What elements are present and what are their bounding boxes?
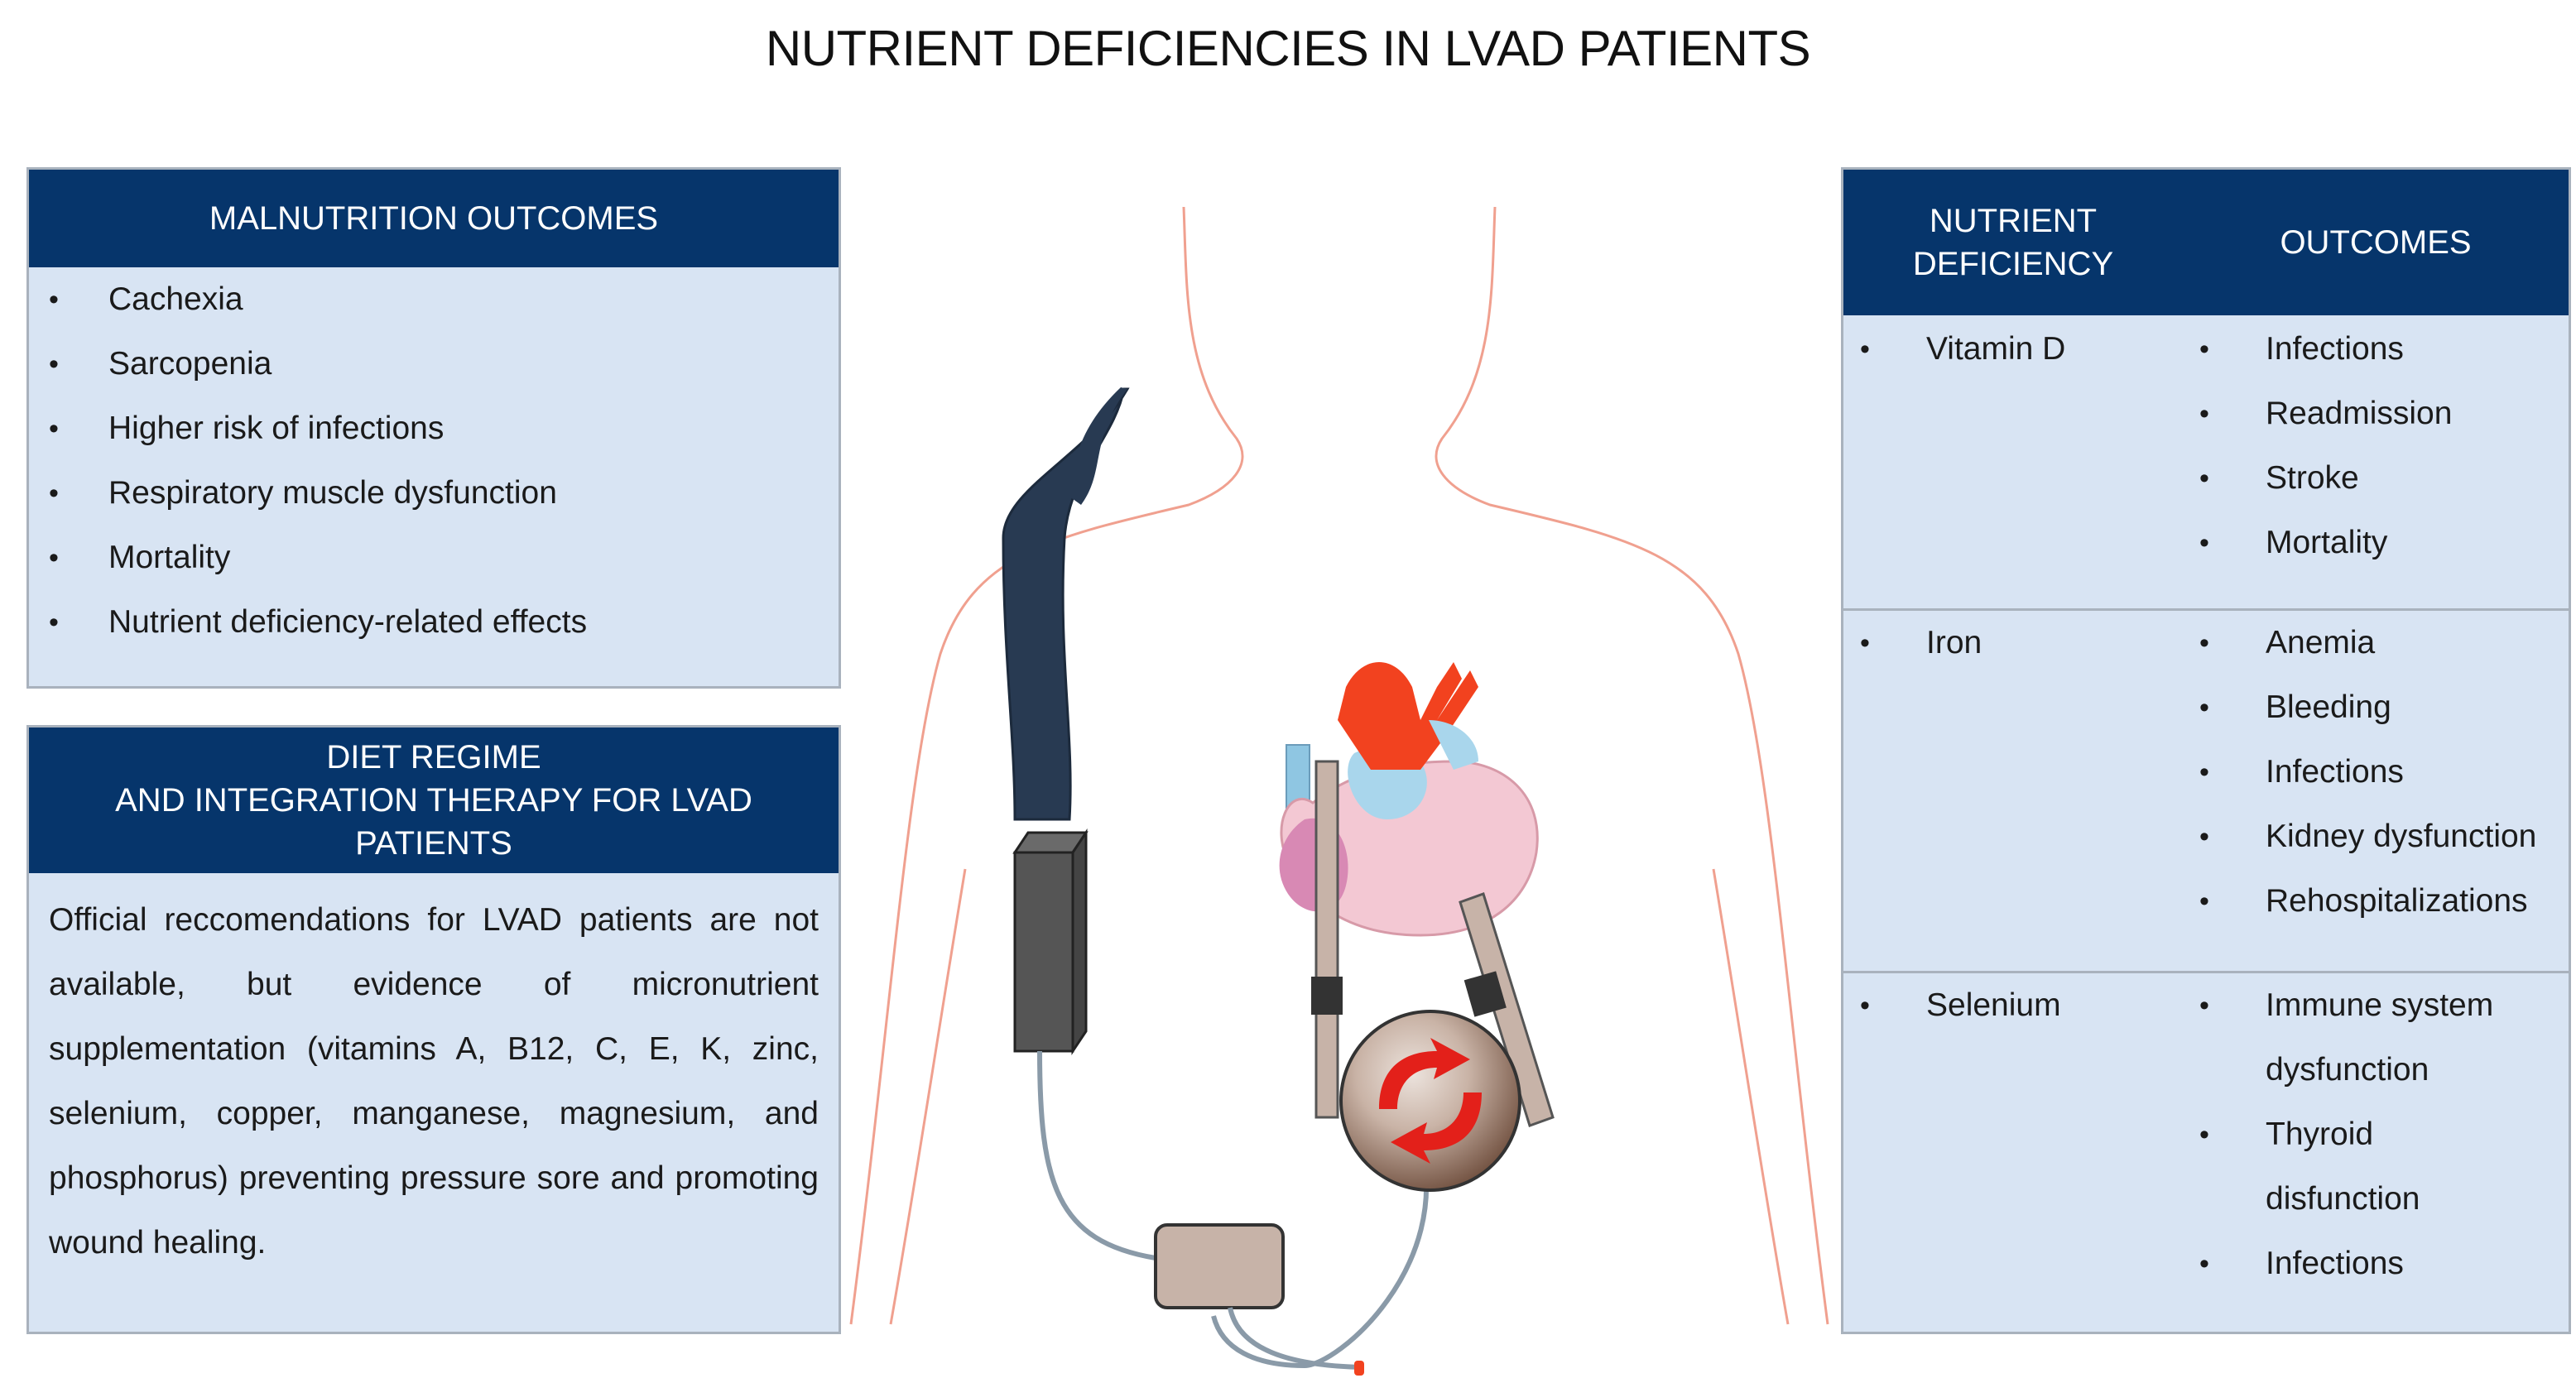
driveline-dark-cable <box>1002 387 1130 821</box>
outcome-item: Infections <box>2183 317 2564 382</box>
lvad-body-illustration <box>849 206 1829 1376</box>
table-body: Vitamin D Infections Readmission Stroke … <box>1843 315 2569 1332</box>
outcome-item: Anemia <box>2183 611 2564 675</box>
malnutrition-outcomes-list: Cachexia Sarcopenia Higher risk of infec… <box>29 267 839 655</box>
outcome-item: Kidney dysfunction <box>2183 804 2564 869</box>
inflow-tube <box>1314 760 1339 1119</box>
table-header: NUTRIENT DEFICIENCY OUTCOMES <box>1843 170 2569 315</box>
table-row: Iron Anemia Bleeding Infections Kidney d… <box>1843 608 2569 971</box>
table-row: Vitamin D Infections Readmission Stroke … <box>1843 315 2569 608</box>
outcome-item: Infections <box>2183 740 2564 804</box>
nutrient-name: Selenium <box>1843 973 2175 1038</box>
body-outline <box>849 206 1829 1325</box>
diet-regime-header: DIET REGIME AND INTEGRATION THERAPY FOR … <box>29 728 839 873</box>
outcome-item: Rehospitalizations <box>2183 869 2564 934</box>
diet-regime-title-line2: AND INTEGRATION THERAPY FOR LVAD <box>115 782 752 819</box>
outcome-item: Stroke <box>2183 446 2564 511</box>
controller-box <box>1154 1223 1285 1309</box>
nutrient-name: Iron <box>1843 611 2175 675</box>
list-item: Mortality <box>29 526 839 590</box>
outcomes-column-header: OUTCOMES <box>2183 170 2569 315</box>
column-header-label: OUTCOMES <box>2280 224 2472 261</box>
diet-regime-title-line3: PATIENTS <box>355 825 512 862</box>
outcome-item: Infections <box>2183 1232 2564 1296</box>
rotation-arrow-icon <box>1391 1092 1482 1164</box>
outcome-item: Readmission <box>2183 382 2564 446</box>
column-header-line: DEFICIENCY <box>1912 246 2114 282</box>
malnutrition-outcomes-title: MALNUTRITION OUTCOMES <box>209 200 659 237</box>
diet-regime-title-line1: DIET REGIME <box>326 739 541 776</box>
table-row: Selenium Immune system dysfunction Thyro… <box>1843 971 2569 1332</box>
outcome-item-continuation: dysfunction <box>2266 1052 2429 1088</box>
diet-regime-panel: DIET REGIME AND INTEGRATION THERAPY FOR … <box>26 725 841 1334</box>
outcome-item: Bleeding <box>2183 675 2564 740</box>
malnutrition-outcomes-header: MALNUTRITION OUTCOMES <box>29 170 839 267</box>
heart-illustration <box>1279 662 1539 937</box>
nutrient-deficiency-column-header: NUTRIENT DEFICIENCY <box>1843 170 2183 315</box>
list-item: Respiratory muscle dysfunction <box>29 461 839 526</box>
list-item: Nutrient deficiency-related effects <box>29 590 839 655</box>
lvad-pump <box>1339 1010 1521 1192</box>
nutrient-name: Vitamin D <box>1843 317 2175 382</box>
pump-cable <box>1211 1141 1429 1369</box>
nutrient-deficiency-table: NUTRIENT DEFICIENCY OUTCOMES Vitamin D I… <box>1841 167 2571 1334</box>
outcome-item-continuation: disfunction <box>2266 1181 2420 1217</box>
diet-regime-text: Official reccomendations for LVAD patien… <box>49 902 819 1261</box>
outcome-item: Thyroid <box>2183 1102 2564 1167</box>
page-title: NUTRIENT DEFICIENCIES IN LVAD PATIENTS <box>765 21 1811 76</box>
battery-pack <box>1013 851 1074 1053</box>
list-item: Sarcopenia <box>29 332 839 396</box>
list-item: Cachexia <box>29 267 839 332</box>
malnutrition-outcomes-panel: MALNUTRITION OUTCOMES Cachexia Sarcopeni… <box>26 167 841 689</box>
outcome-item: Mortality <box>2183 511 2564 575</box>
rotation-arrow-icon <box>1379 1038 1470 1109</box>
outcome-item: Immune system <box>2183 973 2564 1038</box>
battery-cable <box>1037 1050 1156 1261</box>
list-item: Higher risk of infections <box>29 396 839 461</box>
column-header-line: NUTRIENT <box>1929 203 2098 239</box>
